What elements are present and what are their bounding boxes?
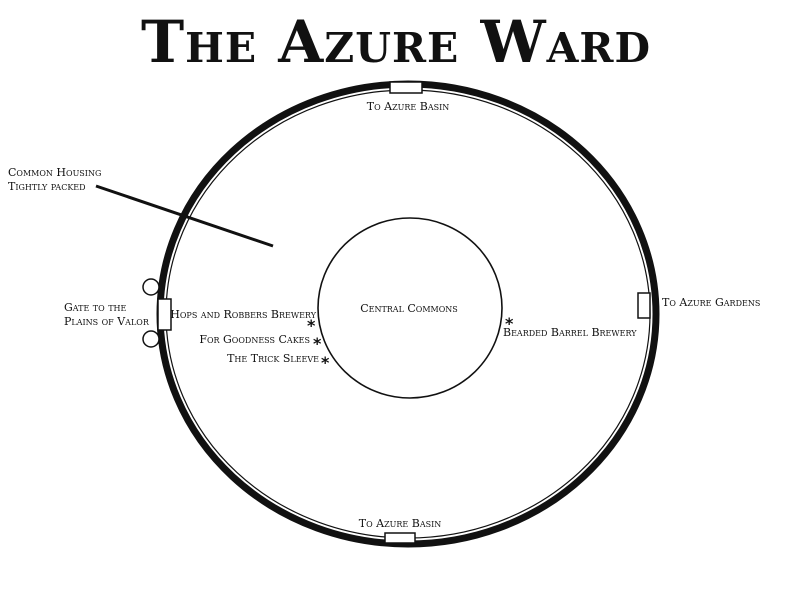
bearded-barrel-brewery-label: Bearded Barrel Brewery	[503, 326, 637, 339]
common-housing-label-line1: Common Housing	[8, 166, 101, 179]
west-gate	[157, 298, 172, 331]
hops-and-robbers-brewery-label: Hops and Robbers Brewery	[170, 308, 316, 321]
south-gate	[384, 532, 416, 544]
west-gate-south-tower	[142, 330, 160, 348]
to-azure-gardens-label: To Azure Gardens	[662, 296, 760, 309]
common-housing-pointer-line	[95, 184, 274, 248]
for-goodness-cakes-marker: *	[313, 334, 322, 353]
west-gate-north-tower	[142, 278, 160, 296]
gate-label-line2: Plains of Valor	[64, 315, 150, 328]
gate-label-line1: Gate to the	[64, 301, 127, 314]
map-title: The Azure Ward	[141, 8, 651, 76]
hops-and-robbers-brewery-marker: *	[307, 316, 316, 335]
the-trick-sleeve-label: The Trick Sleeve	[227, 352, 319, 365]
north-gate	[389, 81, 423, 94]
east-gate	[637, 292, 651, 319]
to-azure-basin-north-label: To Azure Basin	[367, 100, 450, 113]
central-commons-label: Central Commons	[360, 302, 458, 315]
common-housing-label-line2: Tightly packed	[8, 180, 86, 193]
central-commons-circle	[317, 217, 503, 399]
for-goodness-cakes-label: For Goodness Cakes	[199, 333, 310, 346]
the-trick-sleeve-marker: *	[321, 353, 330, 372]
bearded-barrel-brewery-marker: *	[505, 314, 514, 333]
to-azure-basin-south-label: To Azure Basin	[359, 517, 442, 530]
